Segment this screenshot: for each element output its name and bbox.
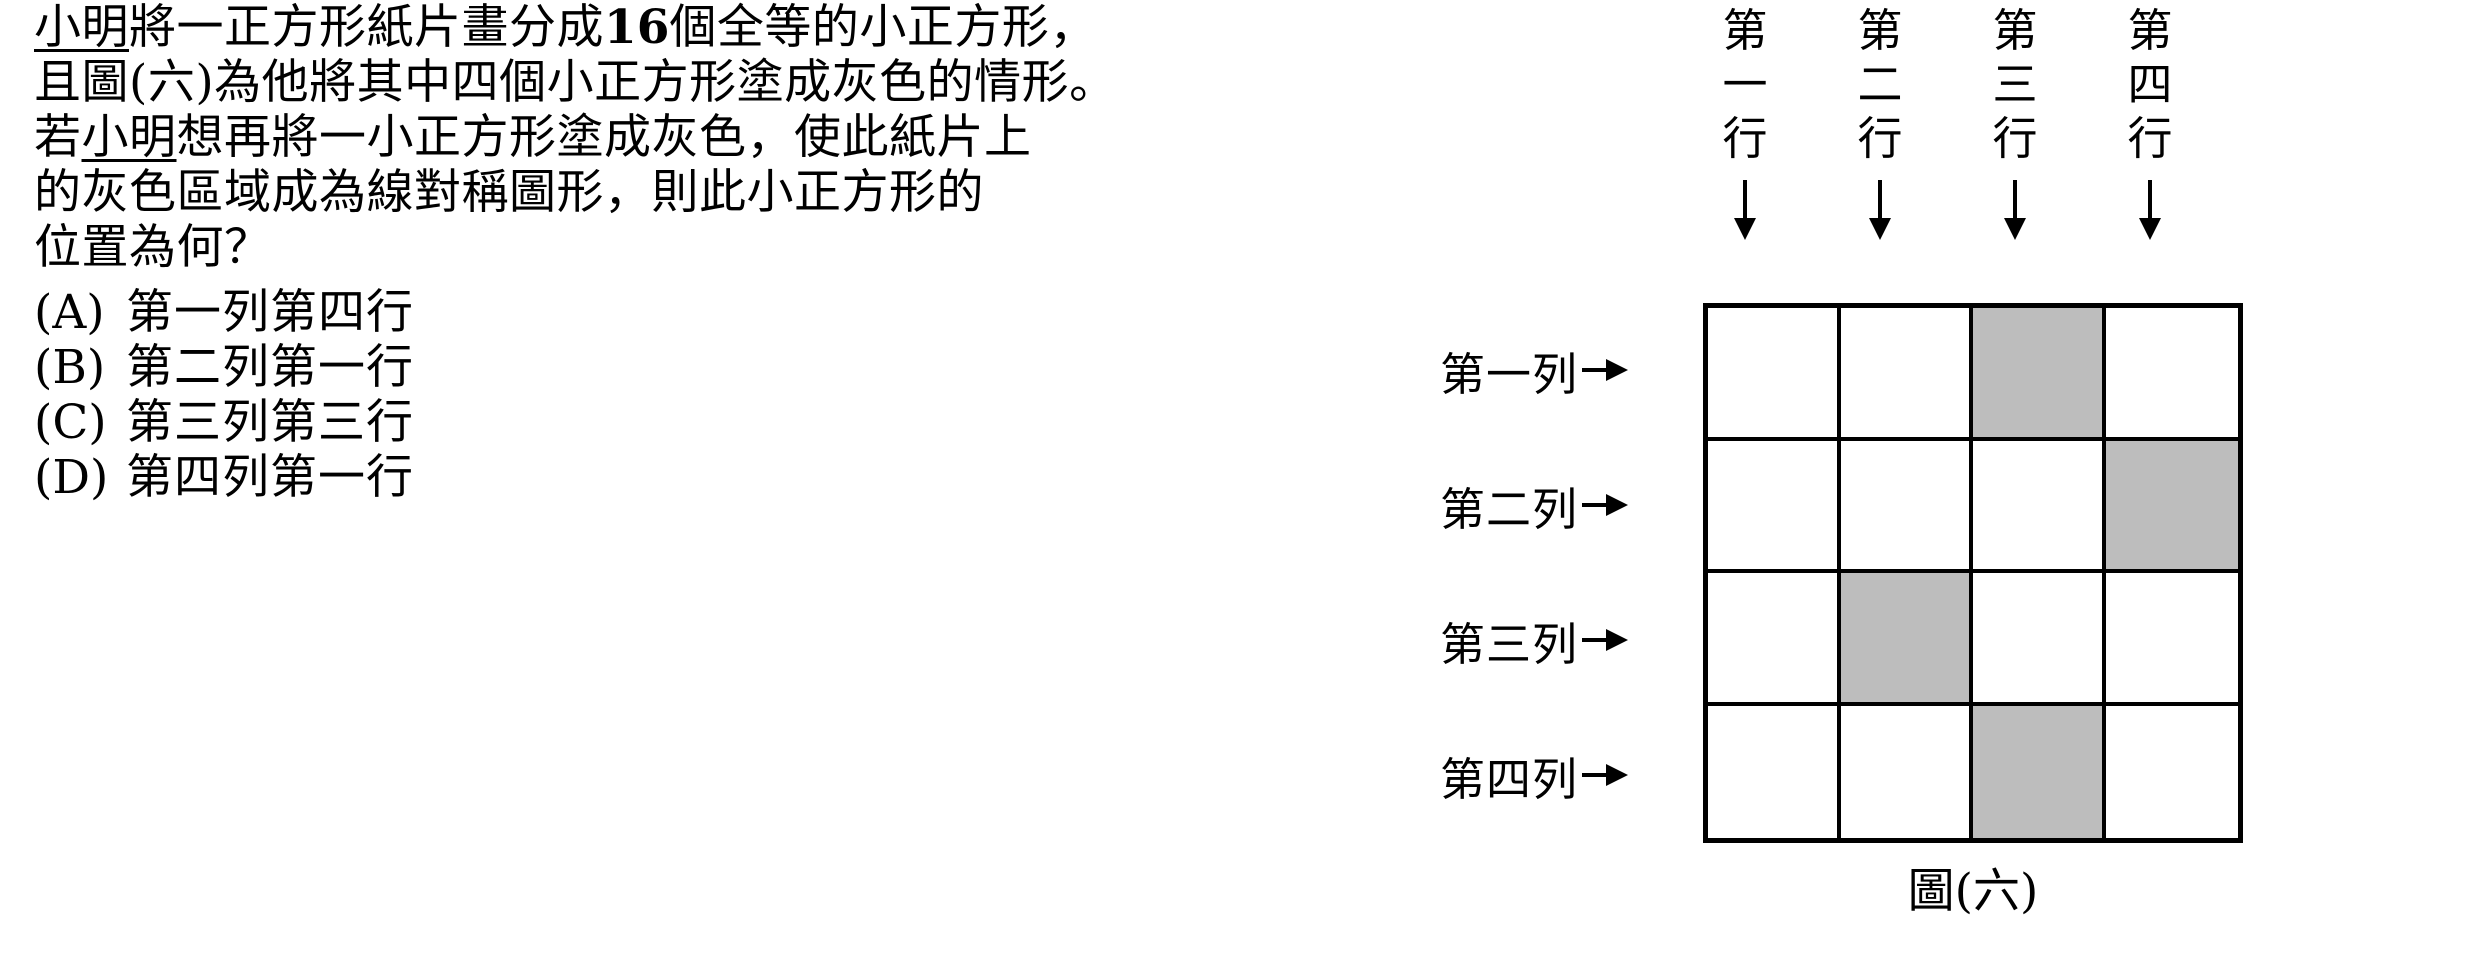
question-text-block: 小明將一正方形紙片畫分成16個全等的小正方形，且圖(六)為他將其中四個小正方形塗… bbox=[34, 0, 1414, 275]
options-list: (A) 第一列第四行 (B) 第二列第一行 (C) 第三列第三行 (D) 第四列第一行 bbox=[34, 285, 1414, 505]
column-header-2-char-1: 第 bbox=[1857, 4, 1903, 57]
row-label-2: 第二列 bbox=[1440, 475, 1629, 536]
question-panel: 小明將一正方形紙片畫分成16個全等的小正方形，且圖(六)為他將其中四個小正方形塗… bbox=[34, 0, 1414, 964]
option-key-2: (B) bbox=[34, 340, 106, 395]
grid-cell-r1-c3[interactable] bbox=[1973, 308, 2106, 441]
grid-cell-r4-c1[interactable] bbox=[1708, 705, 1841, 838]
grid-cell-r3-c2[interactable] bbox=[1840, 573, 1973, 706]
option-d[interactable]: (D) 第四列第一行 bbox=[34, 450, 1414, 505]
row-arrow-right-icon-1 bbox=[1582, 355, 1629, 385]
grid-cell-r2-c1[interactable] bbox=[1708, 440, 1841, 573]
column-header-3: 第 三 行 bbox=[1980, 4, 2050, 166]
question-line-2-segment-1: 且圖(六)為他將其中四個小正方形塗成灰色的情形。 bbox=[34, 55, 1117, 110]
question-line-3-segment-1: 若 bbox=[34, 110, 82, 165]
row-label-2-text: 第二列 bbox=[1440, 482, 1579, 536]
option-text-3: 第三列第三行 bbox=[126, 395, 414, 450]
grid-cell-r3-c4[interactable] bbox=[2105, 573, 2238, 706]
question-line-1-segment-3: 16 bbox=[604, 0, 670, 55]
grid-cell-r1-c1[interactable] bbox=[1708, 308, 1841, 441]
question-line-2: 且圖(六)為他將其中四個小正方形塗成灰色的情形。 bbox=[34, 55, 1414, 110]
column-header-3-char-3: 行 bbox=[1992, 112, 2038, 165]
column-header-4: 第 四 行 bbox=[2115, 4, 2185, 166]
column-arrow-down-icon-1 bbox=[1730, 180, 1760, 240]
row-label-4-text: 第四列 bbox=[1440, 752, 1579, 806]
column-header-2: 第 二 行 bbox=[1845, 4, 1915, 166]
grid-cell-r1-c4[interactable] bbox=[2105, 308, 2238, 441]
grid-cell-r2-c2[interactable] bbox=[1840, 440, 1973, 573]
row-label-3-text: 第三列 bbox=[1440, 617, 1579, 671]
grid-cell-r3-c1[interactable] bbox=[1708, 573, 1841, 706]
option-key-4: (D) bbox=[34, 450, 109, 505]
row-label-4: 第四列 bbox=[1440, 745, 1629, 806]
question-line-1-segment-1: 小明 bbox=[34, 0, 129, 55]
column-header-4-char-1: 第 bbox=[2127, 4, 2173, 57]
row-arrow-right-icon-3 bbox=[1582, 625, 1629, 655]
grid-cell-r4-c3[interactable] bbox=[1973, 705, 2106, 838]
column-header-3-char-2: 三 bbox=[1992, 58, 2038, 111]
row-label-1-text: 第一列 bbox=[1440, 347, 1579, 401]
figure-caption: 圖(六) bbox=[1907, 864, 2039, 919]
option-text-2: 第二列第一行 bbox=[126, 340, 414, 395]
column-header-1: 第 一 行 bbox=[1710, 4, 1780, 166]
question-line-3-segment-3: 想再將一小正方形塗成灰色，使此紙片上 bbox=[176, 110, 1032, 165]
option-text-4: 第四列第一行 bbox=[126, 450, 414, 505]
question-line-1-segment-4: 個全等的小正方形， bbox=[669, 0, 1097, 55]
column-header-3-char-1: 第 bbox=[1992, 4, 2038, 57]
question-line-3-segment-2: 小明 bbox=[81, 110, 177, 165]
question-line-3: 若小明想再將一小正方形塗成灰色，使此紙片上 bbox=[34, 110, 1414, 165]
column-header-1-char-3: 行 bbox=[1722, 112, 1768, 165]
column-arrow-down-icon-3 bbox=[2000, 180, 2030, 240]
grid-cell-r1-c2[interactable] bbox=[1840, 308, 1973, 441]
question-line-1-segment-2: 將一正方形紙片畫分成 bbox=[129, 0, 604, 55]
column-arrow-down-icon-2 bbox=[1865, 180, 1895, 240]
question-line-1: 小明將一正方形紙片畫分成16個全等的小正方形， bbox=[34, 0, 1414, 55]
grid-cell-r4-c4[interactable] bbox=[2105, 705, 2238, 838]
column-header-1-char-1: 第 bbox=[1722, 4, 1768, 57]
square-grid bbox=[1703, 303, 2243, 843]
row-label-1: 第一列 bbox=[1440, 340, 1629, 401]
column-header-4-char-2: 四 bbox=[2127, 58, 2173, 111]
grid-cell-r3-c3[interactable] bbox=[1973, 573, 2106, 706]
question-line-5-segment-1: 位置為何？ bbox=[34, 220, 272, 275]
option-c[interactable]: (C) 第三列第三行 bbox=[34, 395, 1414, 450]
row-label-3: 第三列 bbox=[1440, 610, 1629, 671]
grid-cell-r4-c2[interactable] bbox=[1840, 705, 1973, 838]
grid-cell-r2-c4[interactable] bbox=[2105, 440, 2238, 573]
column-arrow-down-icon-4 bbox=[2135, 180, 2165, 240]
option-key-1: (A) bbox=[34, 285, 105, 340]
option-b[interactable]: (B) 第二列第一行 bbox=[34, 340, 1414, 395]
row-arrow-right-icon-4 bbox=[1582, 760, 1629, 790]
column-header-4-char-3: 行 bbox=[2127, 112, 2173, 165]
option-key-3: (C) bbox=[34, 395, 107, 450]
question-line-4: 的灰色區域成為線對稱圖形，則此小正方形的 bbox=[34, 165, 1414, 220]
option-text-1: 第一列第四行 bbox=[126, 285, 414, 340]
option-a[interactable]: (A) 第一列第四行 bbox=[34, 285, 1414, 340]
grid-cell-r2-c3[interactable] bbox=[1973, 440, 2106, 573]
figure-panel: 第 一 行 第 二 行 第 三 行 第 四 行 第一列 第二列 bbox=[1400, 0, 2470, 964]
row-arrow-right-icon-2 bbox=[1582, 490, 1629, 520]
column-header-1-char-2: 一 bbox=[1722, 58, 1768, 111]
question-line-5: 位置為何？ bbox=[34, 220, 1414, 275]
question-line-4-segment-1: 的灰色區域成為線對稱圖形，則此小正方形的 bbox=[34, 165, 984, 220]
column-header-2-char-3: 行 bbox=[1857, 112, 1903, 165]
column-header-2-char-2: 二 bbox=[1857, 58, 1903, 111]
